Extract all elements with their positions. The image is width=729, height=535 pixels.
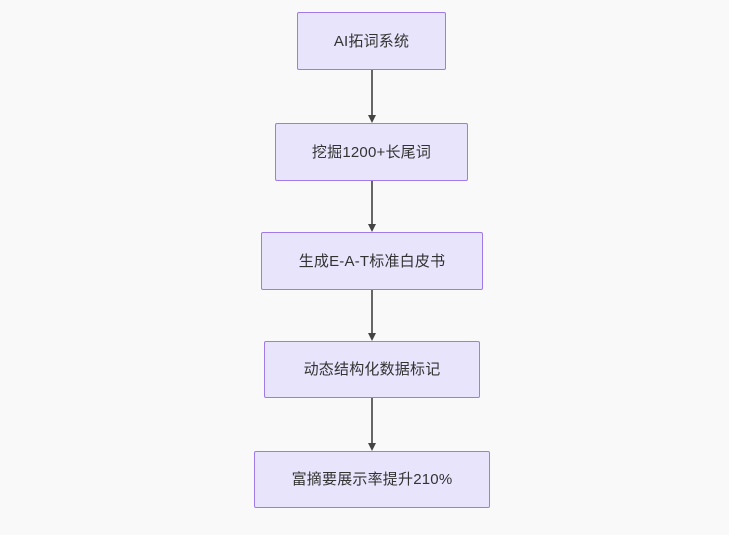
flow-node-rich-snippet-rate-increase[interactable]: 富摘要展示率提升210% [254,451,490,508]
arrowhead-icon [367,224,376,232]
flow-node-dynamic-structured-data-markup[interactable]: 动态结构化数据标记 [264,341,480,398]
flow-edge-line [371,398,373,443]
arrowhead-icon [367,115,376,123]
flow-edge-line [371,290,373,333]
flow-edge-line [371,70,373,115]
arrowhead-icon [367,333,376,341]
flow-edge-line [371,181,373,224]
flow-node-ai-keyword-system[interactable]: AI拓词系统 [297,12,446,70]
arrowhead-icon [367,443,376,451]
flow-node-mine-longtail-keywords[interactable]: 挖掘1200+长尾词 [275,123,468,181]
flow-node-generate-eat-whitepaper[interactable]: 生成E-A-T标准白皮书 [261,232,483,290]
